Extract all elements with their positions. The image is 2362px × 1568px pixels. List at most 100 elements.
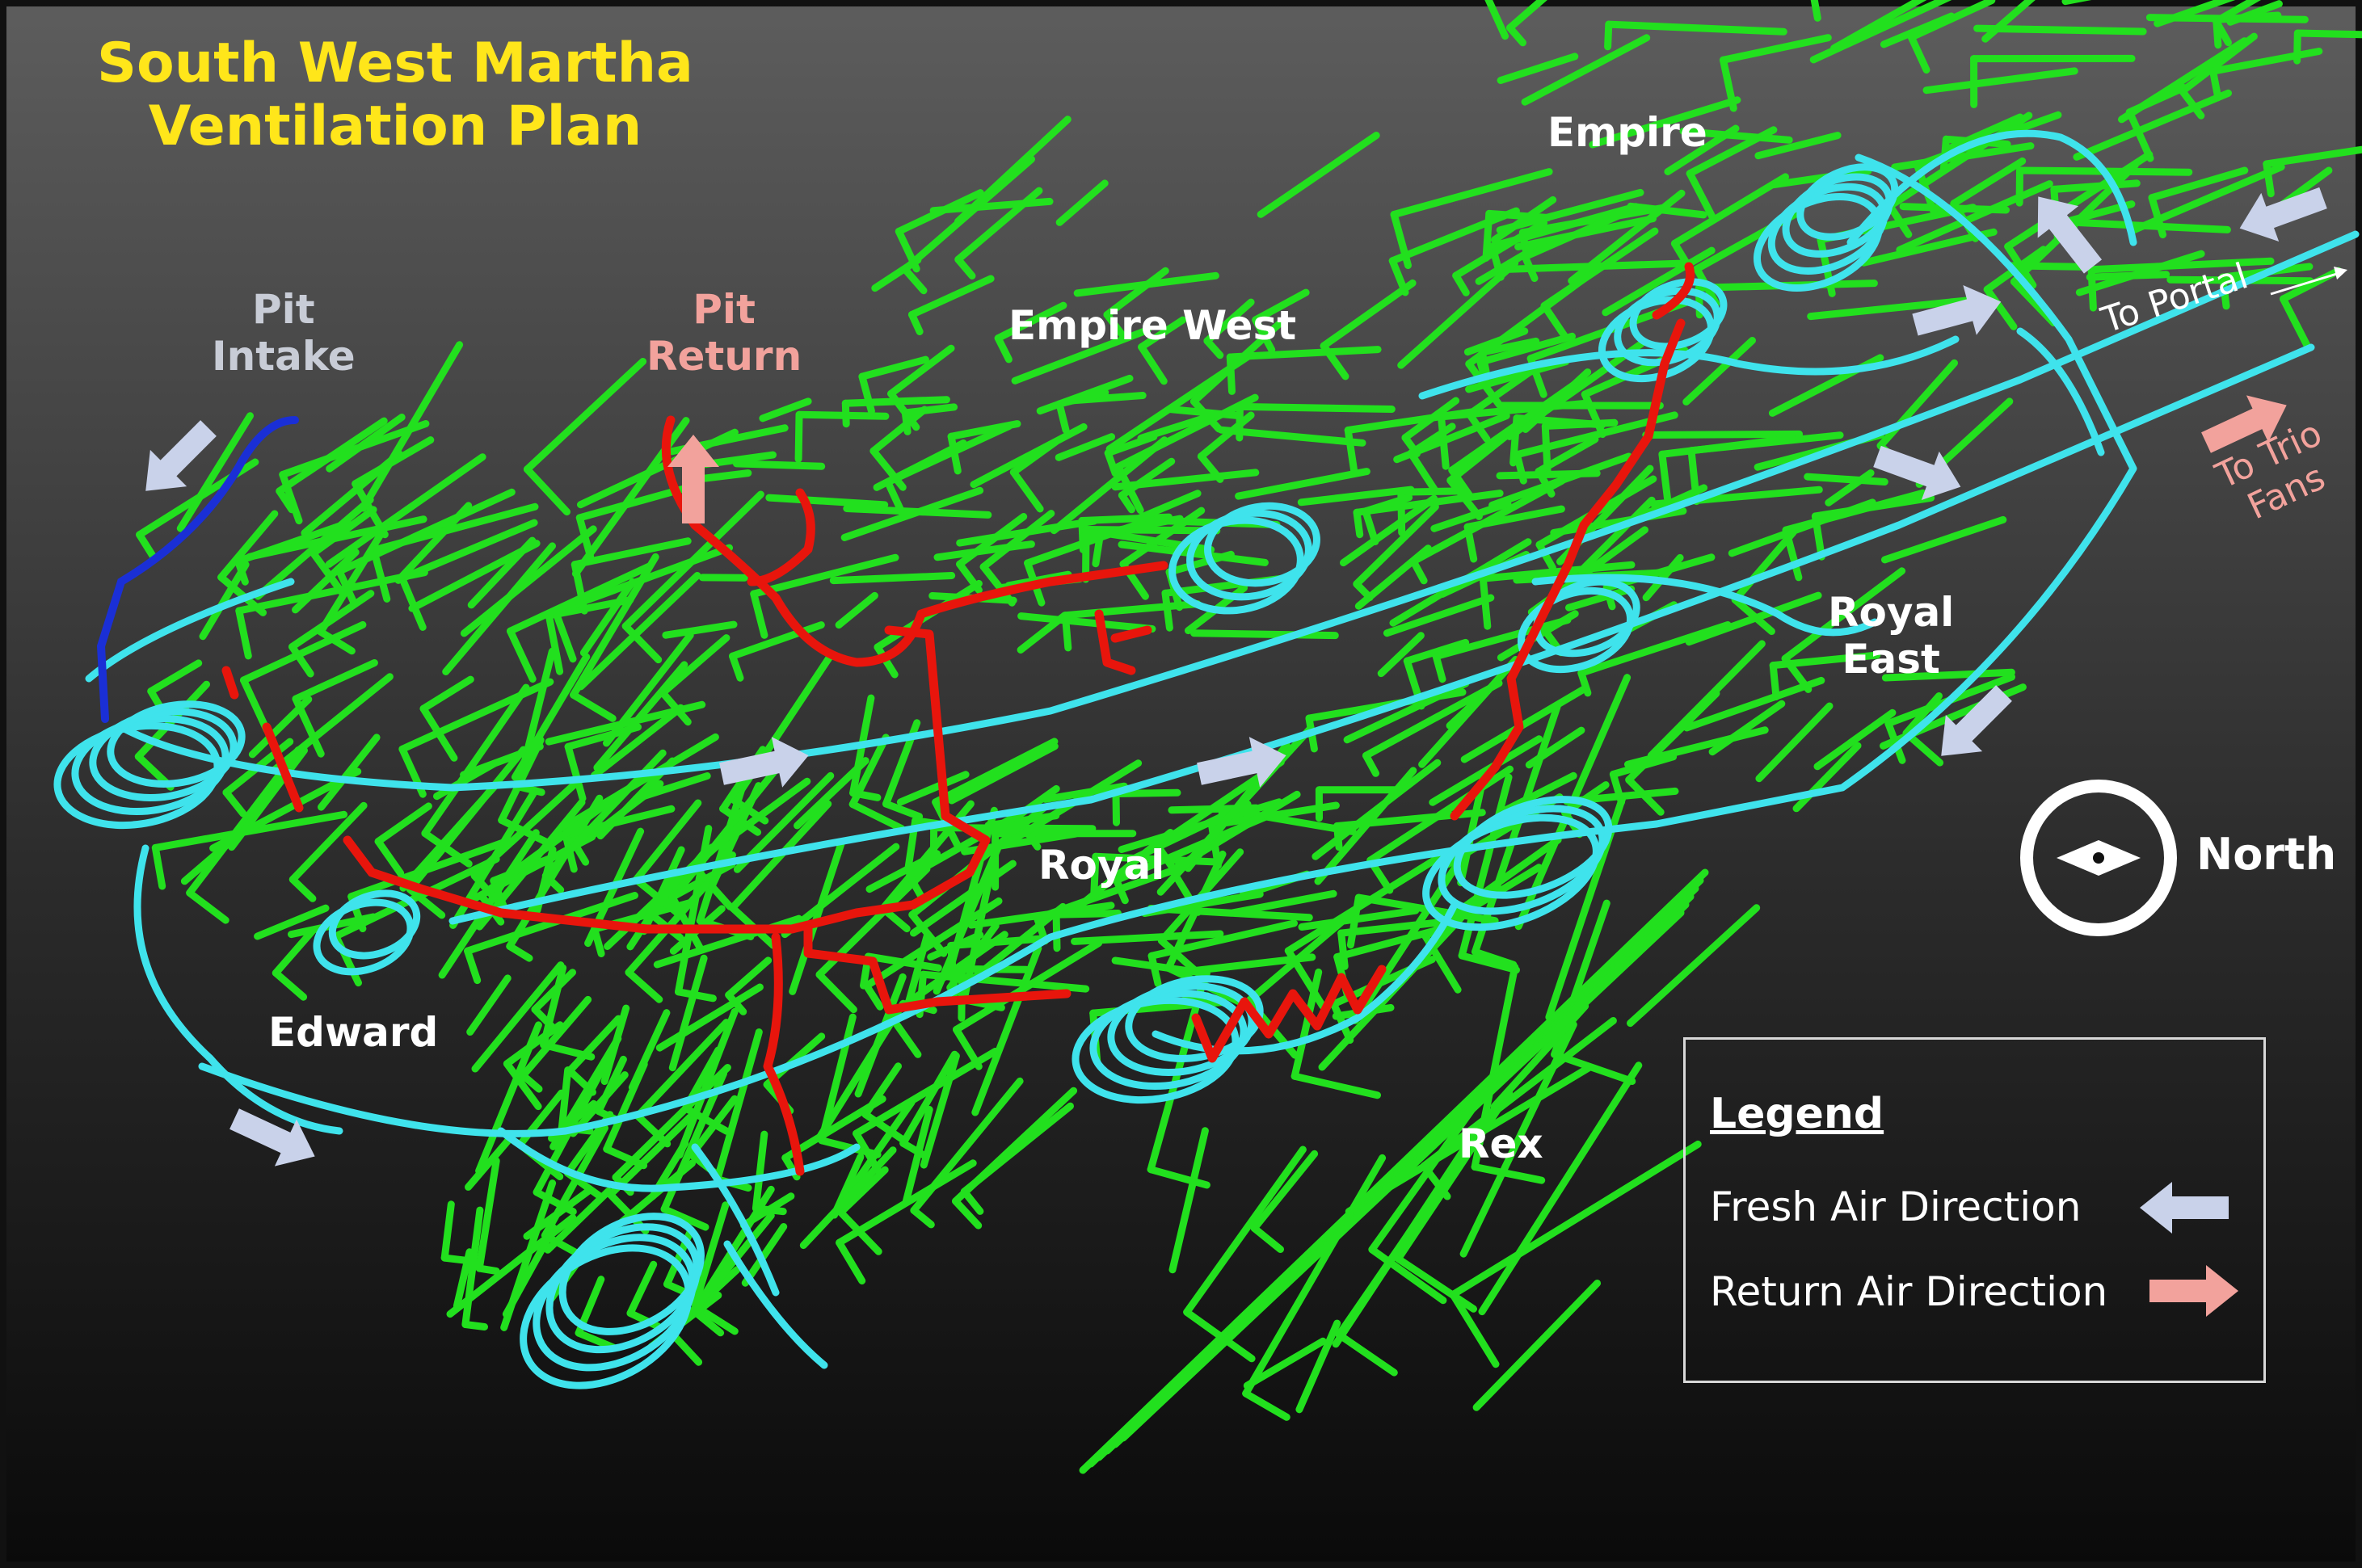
empire-development-drive bbox=[1720, 34, 1832, 64]
royal-south-development-drive bbox=[690, 822, 744, 870]
royal-south-development-drive bbox=[933, 840, 1004, 995]
south-decline-loop bbox=[533, 1234, 697, 1372]
north-label: North bbox=[2196, 829, 2337, 880]
edward-development-drive bbox=[176, 412, 254, 532]
upper-development-drive bbox=[759, 397, 812, 422]
empire-west-development-drive bbox=[1401, 397, 1460, 442]
edward-development-drive bbox=[326, 414, 406, 473]
rex-development-crosscut bbox=[1335, 1330, 1398, 1377]
legend: Legend Fresh Air Direction Return Air Di… bbox=[1683, 1037, 2266, 1383]
royal-east-development-drive bbox=[1881, 668, 2015, 682]
edward-development-drive bbox=[442, 542, 556, 675]
edward-decline-loop bbox=[71, 715, 229, 816]
edward-development-drive bbox=[254, 496, 374, 600]
royal-south-development-crosscut bbox=[899, 1139, 930, 1161]
empire-west-development-drive bbox=[1217, 426, 1366, 447]
south-development-drive bbox=[566, 1015, 622, 1074]
upper-development-drive bbox=[732, 460, 826, 470]
empire-west-development-crosscut bbox=[884, 478, 906, 516]
empire-west-development-drive bbox=[1257, 132, 1380, 218]
upper-development-drive bbox=[947, 420, 1021, 440]
rex-development-crosscut bbox=[1551, 1050, 1636, 1085]
pit-return-label-line1: Pit bbox=[693, 286, 756, 333]
south-development-drive bbox=[461, 1206, 484, 1328]
empire-development-drive bbox=[1754, 132, 1842, 160]
edward-development-drive bbox=[399, 780, 500, 892]
empire-west-development-drive bbox=[1807, 296, 1976, 321]
royal-south-development-crosscut bbox=[515, 783, 545, 797]
empire-west-development-drive bbox=[1642, 430, 1804, 439]
edward-development-crosscut bbox=[398, 574, 427, 631]
edward-development-crosscut bbox=[288, 643, 314, 678]
empire-development-drive bbox=[1589, 96, 1741, 149]
empire-west-development-crosscut bbox=[1465, 359, 1504, 409]
empire-west-development-drive bbox=[884, 422, 1013, 486]
edward-returns bbox=[221, 666, 506, 918]
edward-development-drive bbox=[398, 678, 554, 753]
empire-development-drive bbox=[1973, 24, 2147, 36]
south-development-crosscut bbox=[533, 1188, 577, 1216]
empire-development-drive bbox=[2166, 275, 2314, 285]
empire-west-development-drive bbox=[1452, 219, 1548, 280]
edward-development-crosscut bbox=[464, 947, 482, 985]
empire-west-development-crosscut bbox=[1521, 253, 1539, 282]
upper-development-drive bbox=[933, 540, 1035, 561]
empire-west-development-drive bbox=[1055, 179, 1109, 226]
edward-development-drive bbox=[272, 926, 318, 977]
empire-development-crosscut bbox=[1686, 170, 1717, 222]
rex-decline-loop bbox=[1125, 975, 1264, 1062]
royal-development-drive bbox=[1112, 788, 1181, 797]
empire-west-development-crosscut bbox=[1203, 337, 1224, 359]
royal-label: Royal bbox=[1038, 842, 1165, 889]
royal-south-development-crosscut bbox=[815, 971, 857, 1014]
fresh-air-arrow-empire-2 bbox=[1873, 445, 1961, 501]
edward-development-crosscut bbox=[523, 465, 571, 516]
royal-south-development-crosscut bbox=[503, 1060, 542, 1111]
empire-west-development-crosscut bbox=[1344, 427, 1358, 477]
royal-south-development-crosscut bbox=[531, 1006, 562, 1037]
rex-development-drive bbox=[1478, 1061, 1643, 1316]
upper-development-crosscut bbox=[1009, 469, 1044, 513]
empire-west-development-crosscut bbox=[1409, 557, 1428, 585]
south-development-crosscut bbox=[519, 1071, 543, 1093]
empire-development-drive bbox=[2293, 29, 2362, 39]
return-air-arrow-pit bbox=[667, 435, 719, 523]
fresh-air-arrow-empire-3 bbox=[2037, 196, 2103, 274]
south-development-drive bbox=[676, 1007, 739, 1159]
upper-development-drive bbox=[662, 620, 738, 639]
empire-west-development-drive bbox=[1340, 494, 1438, 567]
edward-development-drive bbox=[579, 578, 637, 657]
south-development-crosscut bbox=[461, 1321, 488, 1330]
return-spur-c bbox=[763, 932, 805, 1176]
edward-development-drive bbox=[235, 569, 428, 615]
fresh-air-arrow-pit-intake bbox=[145, 420, 217, 491]
empire-west-development-drive bbox=[1476, 332, 1576, 366]
empire-west-development-drive bbox=[908, 275, 995, 318]
royal-south-development-crosscut bbox=[837, 1209, 882, 1255]
south-development-drive bbox=[502, 1224, 558, 1318]
empire-development-drive bbox=[1679, 128, 1793, 144]
upper-development-drive bbox=[1111, 469, 1260, 491]
royal-east-development-drive bbox=[1383, 594, 1495, 637]
edward-development-drive bbox=[276, 417, 388, 495]
edward-development-crosscut bbox=[470, 872, 500, 903]
royal-south-development-crosscut bbox=[848, 801, 906, 833]
edward-development-crosscut bbox=[279, 471, 303, 525]
rex-development-crosscut bbox=[1471, 1163, 1546, 1184]
edward-development-drive bbox=[248, 696, 313, 759]
edward-development-crosscut bbox=[506, 942, 533, 962]
royal-south-development-crosscut bbox=[625, 969, 663, 1003]
royal-south-development-drive bbox=[799, 1146, 897, 1250]
compass-ring bbox=[2020, 780, 2177, 936]
upper-development-crosscut bbox=[947, 432, 962, 475]
rex-development-crosscut bbox=[1449, 1291, 1500, 1368]
empire-development-drive bbox=[1896, 180, 2053, 254]
rex-development-drive bbox=[1284, 850, 1448, 955]
upper-development-drive bbox=[1055, 389, 1109, 408]
south-development-drive bbox=[465, 1137, 512, 1191]
royal-east-development-drive bbox=[1609, 753, 1678, 778]
empire-west-development-drive bbox=[1397, 259, 1519, 369]
